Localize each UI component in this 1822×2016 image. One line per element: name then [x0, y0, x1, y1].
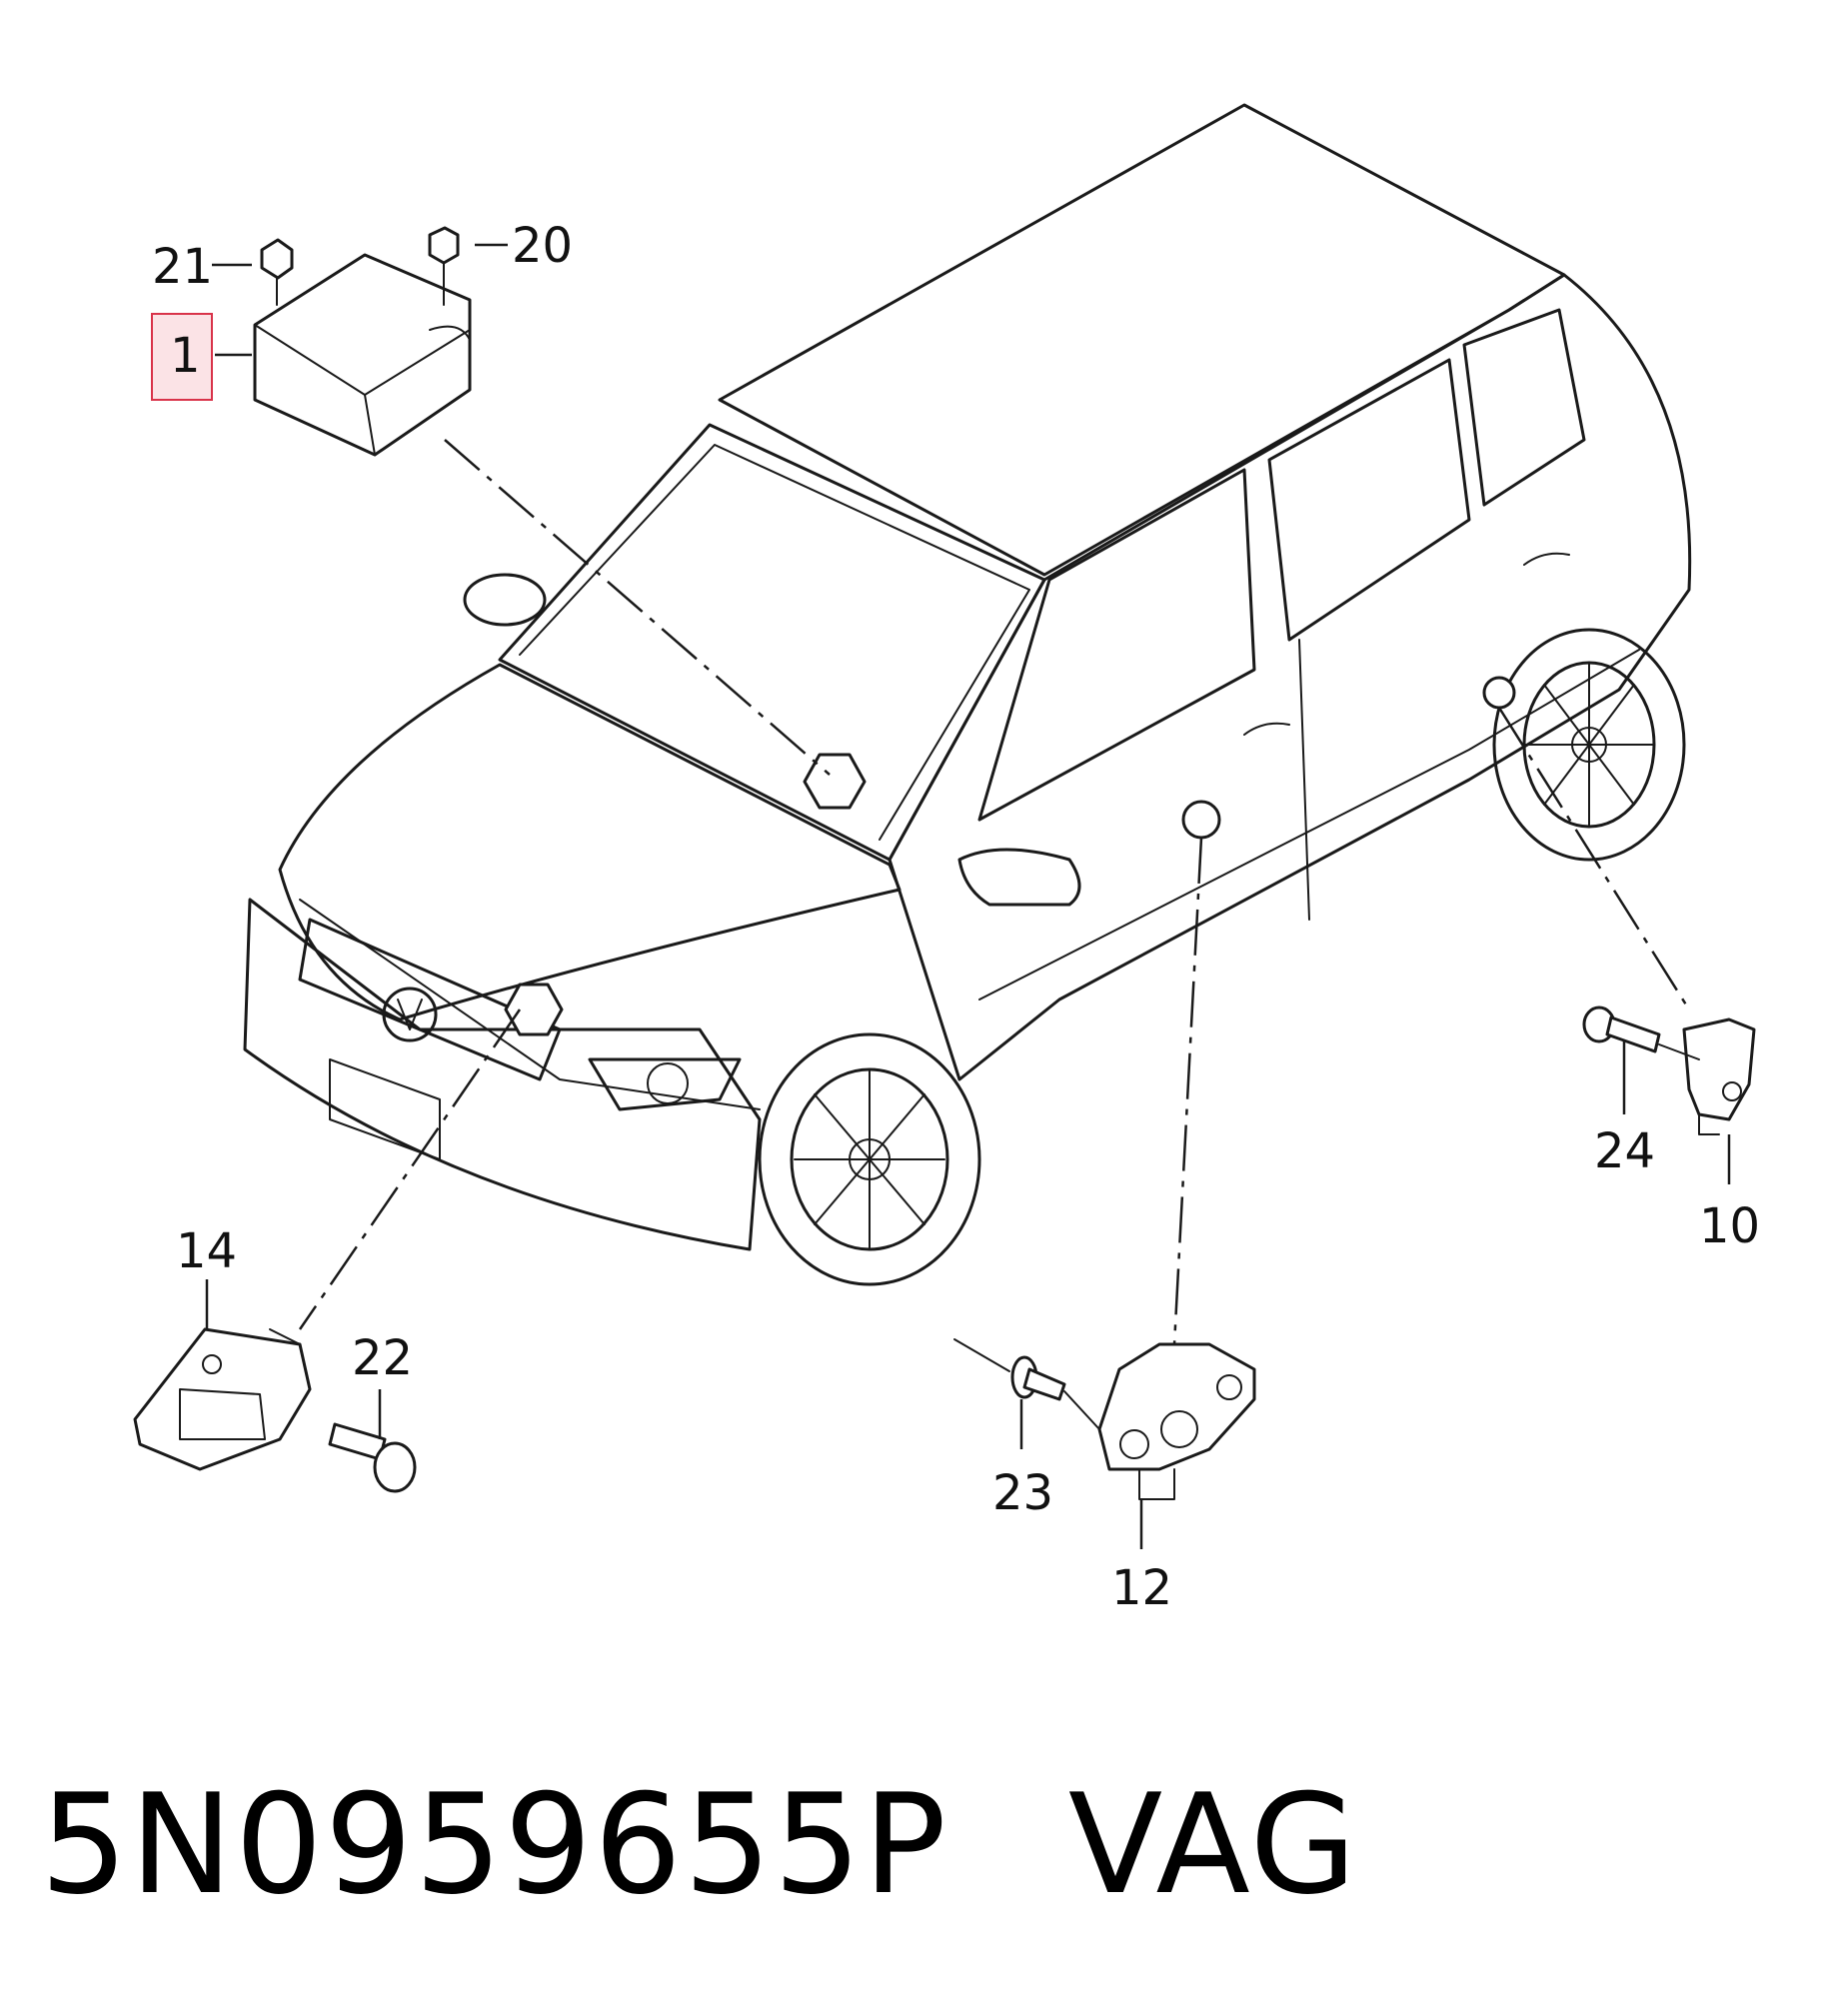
callout-10[interactable]: 10	[1699, 1198, 1760, 1254]
brand-name: VAG	[1067, 1764, 1359, 1925]
bolt-icon	[428, 226, 460, 306]
callout-1-highlight	[151, 313, 213, 401]
part-control-unit	[253, 226, 472, 457]
callout-23[interactable]: 23	[992, 1465, 1053, 1521]
bolt-rear-icon	[1582, 1006, 1700, 1060]
part-caption: 5N0959655P VAG	[40, 1764, 1358, 1925]
nut-icon	[260, 238, 294, 306]
part-rear-sensor	[1682, 1017, 1756, 1135]
vw-emblem-icon	[382, 987, 438, 1042]
front-wheel-icon	[758, 1032, 981, 1286]
mount-marker-control-unit	[803, 753, 867, 810]
part-side-sensor	[1097, 1342, 1256, 1500]
mount-marker-side-sensor	[1181, 800, 1221, 840]
callout-14[interactable]: 14	[176, 1223, 237, 1279]
callout-20[interactable]: 20	[512, 218, 573, 274]
callout-22[interactable]: 22	[352, 1330, 413, 1386]
callouts: 1 21 20 14 22 23 12 24 10	[151, 218, 1760, 1616]
callout-1[interactable]: 1	[170, 328, 201, 384]
mount-marker-rear-sensor	[1482, 676, 1516, 710]
rivet-icon	[953, 1338, 1100, 1430]
part-number: 5N0959655P	[40, 1764, 948, 1925]
part-front-sensor	[133, 1327, 312, 1471]
mount-marker-front-sensor	[504, 983, 564, 1036]
rear-wheel-icon	[1492, 628, 1686, 862]
callout-24[interactable]: 24	[1594, 1123, 1655, 1179]
assembly-lines	[298, 439, 1691, 1345]
leader-lines	[205, 243, 1731, 1549]
car-illustration	[243, 103, 1692, 1286]
screw-icon	[328, 1422, 417, 1493]
callout-12[interactable]: 12	[1111, 1560, 1172, 1616]
callout-21[interactable]: 21	[152, 239, 213, 295]
